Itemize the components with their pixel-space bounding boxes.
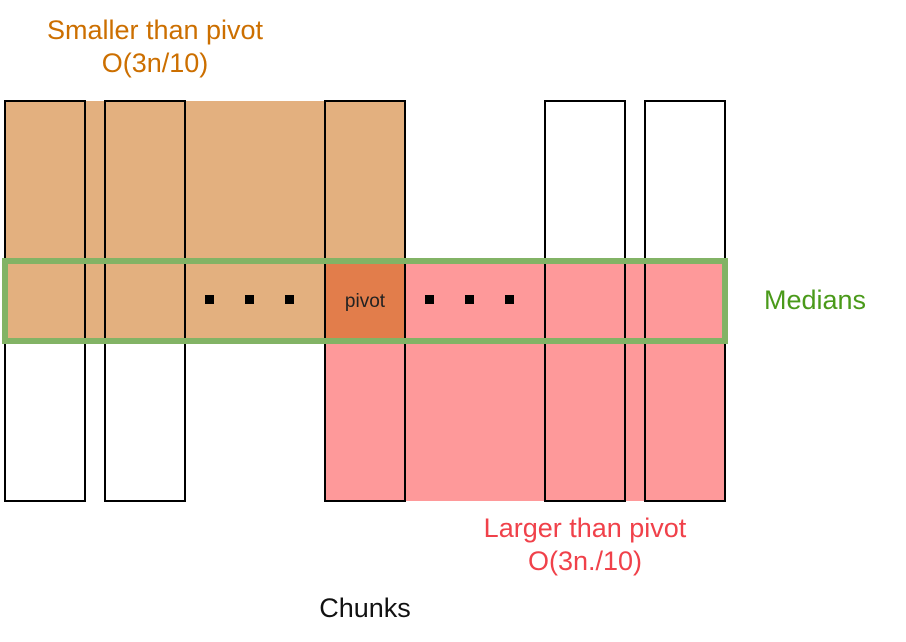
chunk-column-3 bbox=[324, 100, 406, 502]
ellipsis-dot bbox=[465, 295, 474, 304]
medians-label: Medians bbox=[764, 285, 867, 315]
chunks-label: Chunks bbox=[319, 593, 411, 623]
larger-region bbox=[325, 341, 725, 501]
chunk-column-2 bbox=[104, 100, 186, 502]
pivot-label: pivot bbox=[345, 291, 386, 312]
larger-label-line2: O(3n./10) bbox=[527, 546, 643, 576]
larger-medians-region bbox=[405, 261, 725, 341]
pivot-cell bbox=[325, 261, 405, 341]
smaller-region bbox=[5, 101, 405, 261]
ellipsis-dot bbox=[285, 295, 294, 304]
larger-than-pivot-label: Larger than pivot O(3n./10) bbox=[440, 512, 730, 578]
smaller-label-line2: O(3n/10) bbox=[101, 48, 209, 78]
chunk-column-4 bbox=[544, 100, 626, 502]
ellipsis-dot bbox=[505, 295, 514, 304]
ellipsis-dot bbox=[425, 295, 434, 304]
smaller-than-pivot-label: Smaller than pivot O(3n/10) bbox=[0, 14, 310, 80]
smaller-label-line1: Smaller than pivot bbox=[46, 15, 264, 45]
ellipsis-dot bbox=[245, 295, 254, 304]
ellipsis-dot bbox=[205, 295, 214, 304]
smaller-medians-region bbox=[5, 261, 325, 341]
larger-label-line1: Larger than pivot bbox=[483, 513, 687, 543]
medians-band bbox=[2, 258, 728, 344]
